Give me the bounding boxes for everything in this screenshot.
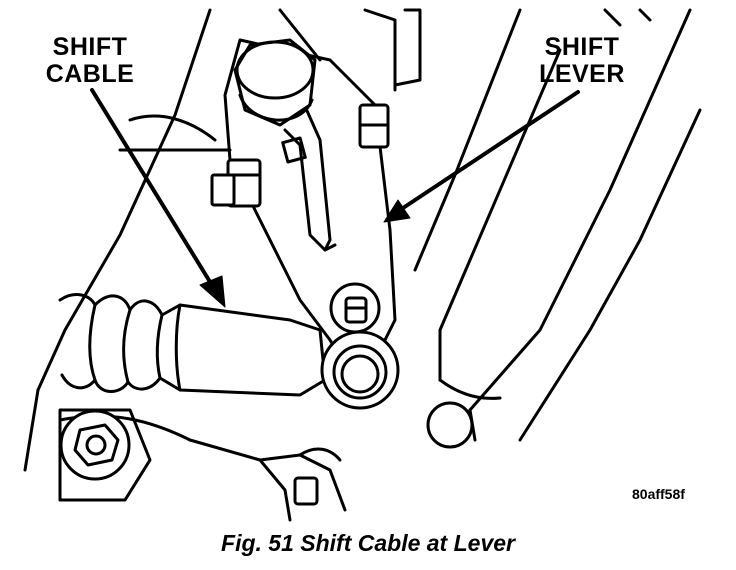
shift-lever-label: SHIFT LEVER [522, 34, 642, 88]
shift-lever-arrowhead [383, 199, 411, 223]
shift-cable-arrowhead [199, 275, 226, 308]
figure-reference-code: 80aff58f [632, 486, 685, 502]
upper-pivot-nut [233, 38, 317, 164]
lever-side-nut [358, 103, 390, 149]
shift-lever-leader [398, 90, 580, 212]
figure-caption: Fig. 51 Shift Cable at Lever [221, 530, 515, 556]
shift-cable-leader [90, 88, 217, 292]
lower-left-bracket [58, 408, 152, 502]
shift-cable-label: SHIFT CABLE [20, 34, 160, 88]
lower-stud [329, 282, 381, 334]
shift-cable-label-line1: SHIFT [52, 33, 128, 61]
cable-grommet [320, 330, 400, 410]
shift-lever-label-line1: SHIFT [544, 33, 620, 61]
lower-center-parts [188, 438, 347, 522]
cable-boot [58, 293, 327, 397]
bracket-bolt [210, 158, 262, 208]
shift-cable-label-line2: CABLE [45, 60, 135, 88]
leader-arrows [90, 88, 580, 308]
shift-lever-label-line2: LEVER [539, 60, 625, 88]
panel-post [426, 401, 477, 449]
